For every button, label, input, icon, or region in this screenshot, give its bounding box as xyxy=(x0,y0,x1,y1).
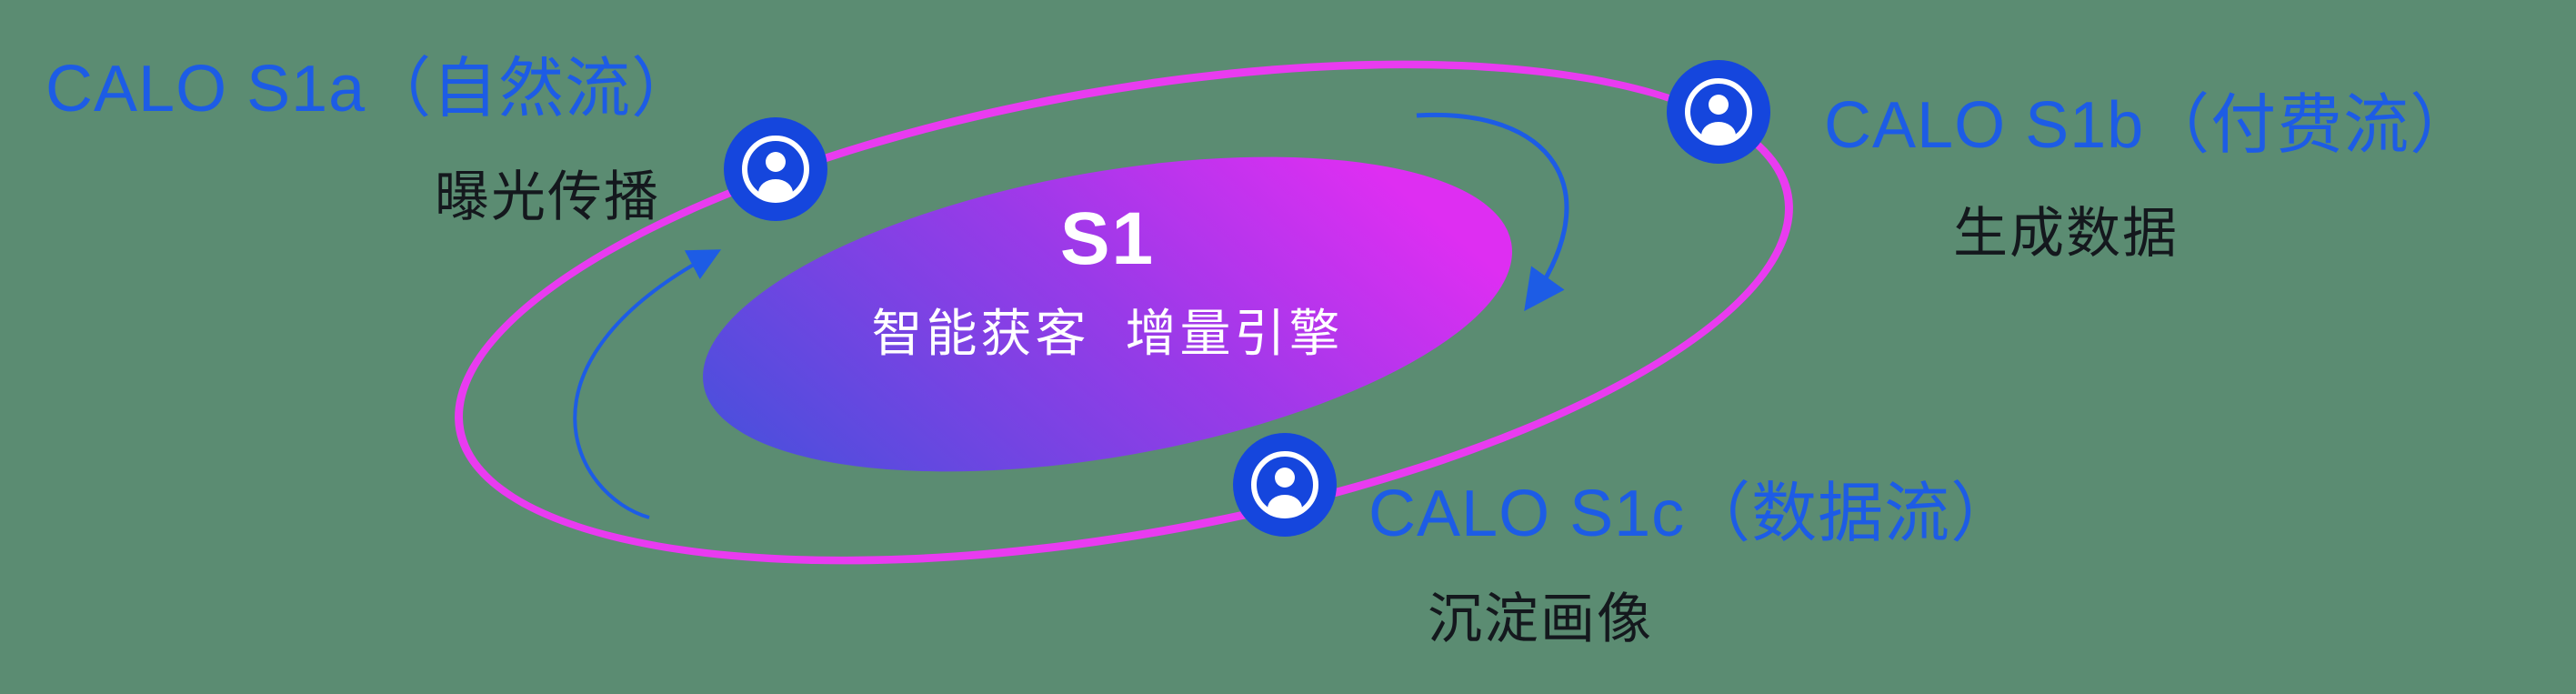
user-icon xyxy=(1232,432,1338,538)
core-subtitle: 智能获客 增量引擎 xyxy=(871,305,1344,363)
node-title-s1a: CALO S1a（自然流） xyxy=(45,53,698,126)
node-subtitle-s1b: 生成数据 xyxy=(1953,203,2179,264)
core-text: S1 智能获客 增量引擎 xyxy=(835,197,1380,367)
user-icon xyxy=(1666,59,1771,165)
node-title-s1c: CALO S1c（数据流） xyxy=(1368,478,2018,550)
core-title: S1 xyxy=(1059,197,1156,280)
node-subtitle-s1c: 沉淀画像 xyxy=(1428,588,1653,649)
node-subtitle-s1a: 曝光传播 xyxy=(435,166,660,227)
node-title-s1b: CALO S1b（付费流） xyxy=(1824,89,2477,162)
user-icon xyxy=(723,116,828,222)
